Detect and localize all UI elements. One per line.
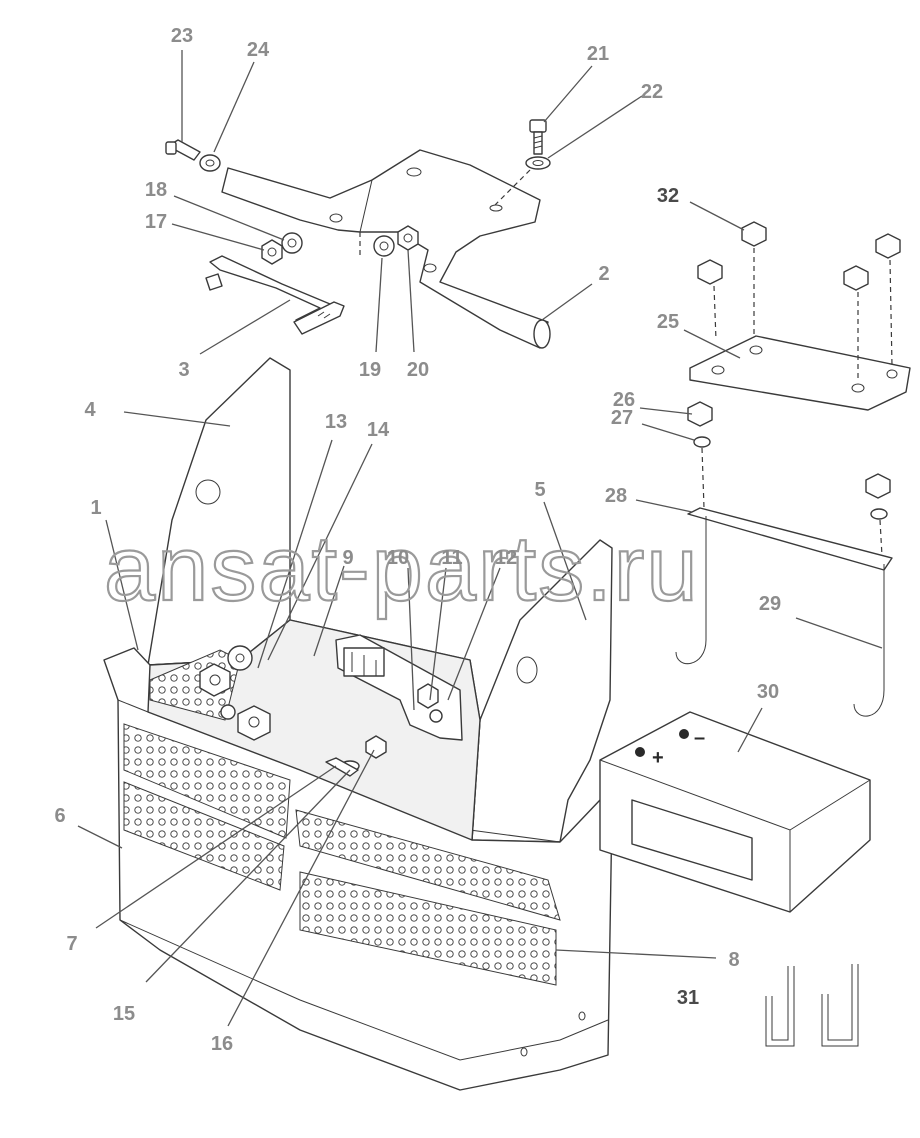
- callout-5: 5: [534, 479, 545, 501]
- callout-29: 29: [759, 593, 781, 615]
- nut-26: [687, 401, 891, 499]
- callout-18: 18: [145, 179, 167, 201]
- callout-21: 21: [587, 43, 609, 65]
- callout-28: 28: [605, 485, 627, 507]
- callout-4: 4: [84, 399, 96, 421]
- callout-25: 25: [657, 311, 679, 333]
- callout-12: 12: [495, 547, 517, 569]
- perforated-panel-8: [295, 809, 561, 921]
- callout-22: 22: [641, 81, 663, 103]
- callout-10: 10: [387, 547, 409, 569]
- leader-lines: [77, 50, 883, 1027]
- terminal-bracket: [335, 634, 463, 741]
- callout-14: 14: [367, 419, 390, 441]
- washer-19: [373, 235, 395, 257]
- hook-29: [675, 516, 885, 717]
- callout-16: 16: [211, 1033, 233, 1055]
- callout-32: 32: [657, 185, 679, 207]
- callout-23: 23: [171, 25, 193, 47]
- washer-27: [693, 436, 888, 557]
- battery-plus-label: +: [652, 747, 664, 769]
- nut-17: [261, 239, 283, 265]
- crossbar-28: [687, 507, 893, 571]
- callout-6: 6: [54, 805, 65, 827]
- callout-9: 9: [342, 547, 353, 569]
- callout-27: 27: [611, 407, 633, 429]
- callout-17: 17: [145, 211, 167, 233]
- callout-19: 19: [359, 359, 381, 381]
- nut-20: [397, 225, 419, 251]
- callout-8: 8: [728, 949, 739, 971]
- callout-1: 1: [90, 497, 101, 519]
- clamp-bar: [205, 255, 345, 335]
- callout-20: 20: [407, 359, 429, 381]
- washer-24: [199, 154, 221, 172]
- watermark-text: ansat-parts.ru: [104, 518, 700, 620]
- terminal-13: [199, 663, 231, 697]
- u-bracket-31: [765, 964, 859, 1047]
- callout-11: 11: [441, 547, 462, 569]
- callout-31: 31: [677, 987, 699, 1009]
- bolt-21: [529, 119, 547, 155]
- callout-26: 26: [613, 389, 635, 411]
- bolt-23: [165, 139, 201, 161]
- callout-15: 15: [113, 1003, 135, 1025]
- washer-22: [494, 156, 551, 206]
- battery-minus-label: –: [694, 727, 705, 749]
- clip-7: [325, 757, 359, 777]
- nut-32: [697, 221, 901, 380]
- terminal-lower: [220, 704, 271, 741]
- washer-18: [281, 232, 303, 254]
- callout-30: 30: [757, 681, 779, 703]
- bolt-16: [365, 735, 387, 759]
- callout-13: 13: [325, 411, 347, 433]
- perforated-panel-upper-left: [123, 723, 291, 839]
- callout-7: 7: [66, 933, 77, 955]
- hold-down-plate: [689, 335, 911, 411]
- battery: + –: [599, 711, 871, 913]
- callout-2: 2: [598, 263, 609, 285]
- callout-24: 24: [247, 39, 270, 61]
- callout-3: 3: [178, 359, 189, 381]
- callout-labels: 23 24 21 22 18 17 2 19 20 3 32 25 26 27 …: [54, 25, 781, 1055]
- terminal-14: [227, 645, 253, 671]
- side-panel-right: [471, 539, 613, 843]
